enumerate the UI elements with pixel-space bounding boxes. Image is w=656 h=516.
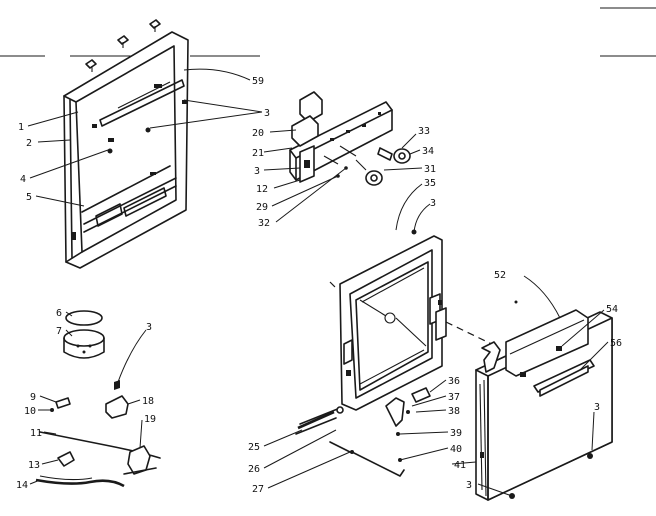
label-13: 13 xyxy=(28,460,40,471)
label-7: 7 xyxy=(56,326,62,337)
lower-left-parts xyxy=(35,310,161,488)
label-14: 14 xyxy=(16,480,28,491)
control-panel xyxy=(289,91,411,186)
label-1: 1 xyxy=(18,122,24,133)
label-25: 25 xyxy=(248,442,260,453)
label-2: 2 xyxy=(26,138,32,149)
label-10: 10 xyxy=(24,406,36,417)
label-41: 41 xyxy=(454,460,466,471)
part-labels: 1 2 4 5 59 3 20 21 3 12 29 32 33 34 31 3… xyxy=(16,76,622,495)
label-40: 40 xyxy=(450,444,462,455)
alignment-dash-2 xyxy=(329,281,339,291)
label-52: 52 xyxy=(494,270,506,281)
label-3d: 3 xyxy=(594,402,600,413)
outer-door-panel xyxy=(475,300,613,501)
label-3c: 3 xyxy=(430,198,436,209)
label-33: 33 xyxy=(418,126,430,137)
label-54: 54 xyxy=(606,304,618,315)
label-56: 56 xyxy=(610,338,622,349)
label-31: 31 xyxy=(424,164,436,175)
label-36: 36 xyxy=(448,376,460,387)
label-3a: 3 xyxy=(264,108,270,119)
label-38: 38 xyxy=(448,406,460,417)
label-29: 29 xyxy=(256,202,268,213)
hinge-parts xyxy=(385,341,593,499)
label-12: 12 xyxy=(256,184,268,195)
label-3e: 3 xyxy=(146,322,152,333)
label-11: 11 xyxy=(30,428,42,439)
label-39: 39 xyxy=(450,428,462,439)
label-5: 5 xyxy=(26,192,32,203)
label-3f: 3 xyxy=(466,480,472,491)
leader-lines xyxy=(27,68,609,497)
label-3b: 3 xyxy=(254,166,260,177)
label-34: 34 xyxy=(422,146,434,157)
label-37: 37 xyxy=(448,392,460,403)
label-26: 26 xyxy=(248,464,260,475)
label-32: 32 xyxy=(258,218,270,229)
label-6: 6 xyxy=(56,308,62,319)
label-9: 9 xyxy=(30,392,36,403)
label-35: 35 xyxy=(424,178,436,189)
label-27: 27 xyxy=(252,484,264,495)
label-59: 59 xyxy=(252,76,264,87)
page-edge-marks xyxy=(0,7,656,57)
center-frame xyxy=(339,229,447,411)
label-19: 19 xyxy=(144,414,156,425)
label-21: 21 xyxy=(252,148,264,159)
label-4: 4 xyxy=(20,174,26,185)
label-20: 20 xyxy=(252,128,264,139)
label-18: 18 xyxy=(142,396,154,407)
door-spring-assembly xyxy=(295,406,405,477)
inner-door-panel xyxy=(63,19,189,269)
